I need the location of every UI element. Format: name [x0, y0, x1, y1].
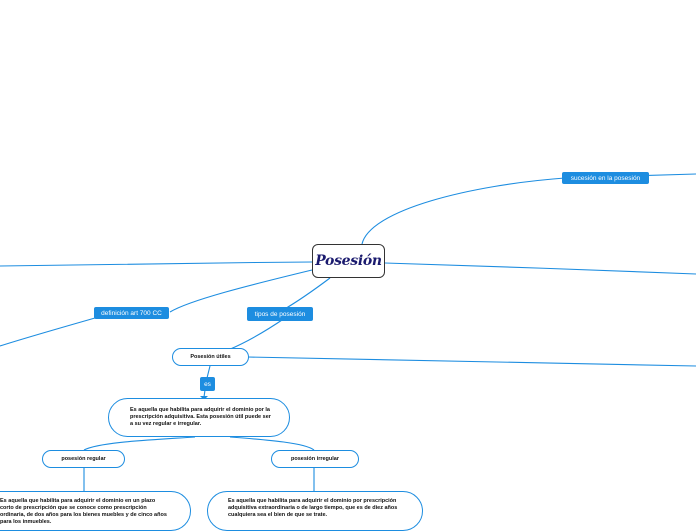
- node-regular-desc[interactable]: Es aquella que habilita para adquirir el…: [0, 491, 191, 531]
- node-posesion-utiles[interactable]: Posesión útiles: [172, 348, 249, 366]
- central-topic[interactable]: Posesión: [312, 244, 385, 278]
- label-es[interactable]: es: [200, 377, 215, 391]
- node-posesion-regular[interactable]: posesión regular: [42, 450, 125, 468]
- label-sucesion[interactable]: sucesión en la posesión: [562, 172, 649, 184]
- node-desc-text: Es aquella que habilita para adquirir el…: [130, 407, 271, 427]
- node-posesion-utiles-desc[interactable]: Es aquella que habilita para adquirir el…: [108, 398, 290, 437]
- connection-lines: [0, 173, 696, 492]
- node-irregular-desc[interactable]: Es aquella que habilita para adquirir el…: [207, 491, 423, 531]
- label-tipos[interactable]: tipos de posesión: [247, 307, 313, 321]
- label-definicion[interactable]: definición art 700 CC: [94, 307, 169, 319]
- node-desc-text: Es aquella que habilita para adquirir el…: [228, 498, 398, 518]
- node-desc-text: Es aquella que habilita para adquirir el…: [0, 498, 167, 525]
- node-posesion-irregular[interactable]: posesión irregular: [271, 450, 359, 468]
